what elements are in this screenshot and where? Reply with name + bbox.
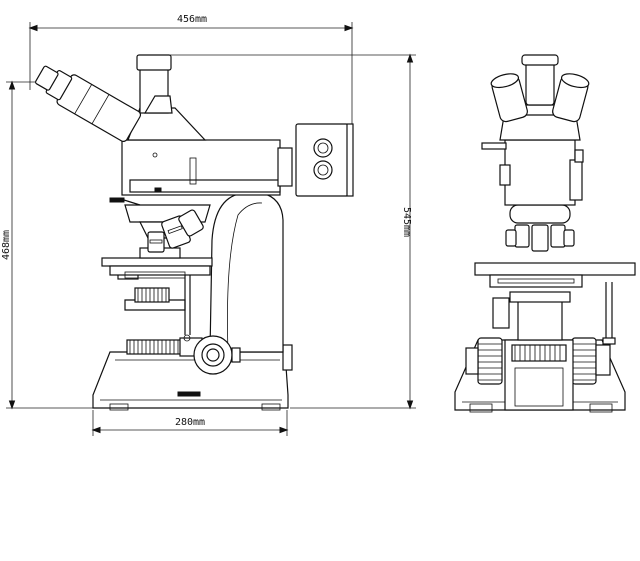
dimension-lines [6,22,416,436]
height-right-label: 545mm [401,207,412,237]
base-width-label: 280mm [175,417,205,428]
width-total-label: 456mm [177,14,207,25]
microscope-front-view [454,54,636,413]
microscope-side-view [35,54,354,411]
height-left-label: 468mm [1,230,12,260]
